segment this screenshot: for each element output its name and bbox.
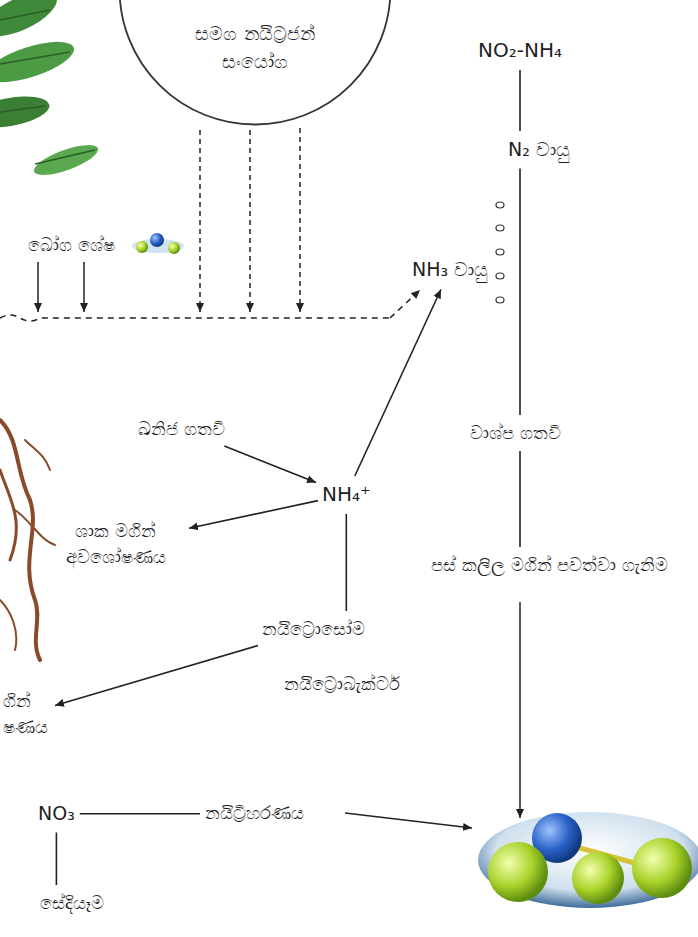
node-label: සේදියෑම [40,890,104,916]
gas-bubbles [496,202,504,303]
text-node: සේදියෑම [40,890,104,916]
edge-label: නයිට්‍රොබැක්ටර් [282,672,402,695]
cycle-connector [224,446,316,482]
nitrogen-molecule [478,812,698,908]
text-node: නයිට්‍රීහරණය [205,800,304,826]
node-label: NO₃ [38,800,75,828]
node-label: වාශ්ප ගතවී [470,420,561,446]
cycle-connector [519,451,521,547]
cycle-connector [80,813,200,815]
node-label: නයිට්‍රීහරණය [205,800,304,826]
text-node: ගින් ෂණය [3,688,49,740]
roots [0,420,55,660]
cycle-connector [189,501,318,529]
cycle-connector [355,290,441,477]
text-node: NH₄⁺ [322,480,371,509]
circle-node: සමග නයිට්‍රජන් සංයෝග [118,0,392,126]
node-label: ශාක මගින් අවශෝෂණය [48,518,183,570]
node-label: N₂ වායු [508,136,570,164]
node-label: ඛනිජ ගතවී [138,416,225,442]
cycle-connector [519,70,521,131]
node-label: පස් කලිල මගින් පවත්වා ගැනිම [428,552,668,578]
cycle-connector [519,169,521,416]
node-label: ගින් ෂණය [3,688,49,740]
node-label: බෝග ශේෂ [28,232,115,258]
node-label: සමග නයිට්‍රජන් සංයෝග [165,20,345,75]
residue-molecule-icon [132,233,184,254]
text-node: ඛනිජ ගතවී [138,416,225,442]
cycle-connector [56,833,58,886]
cycle-connector [345,514,347,611]
text-node: NO₂-NH₄ [478,36,562,65]
text-node: NH₃ වායු [412,256,488,284]
text-node: N₂ වායු [508,136,570,164]
text-node: බෝග ශේෂ [28,232,115,258]
text-node: පස් කලිල මගින් පවත්වා ගැනිම [428,552,668,578]
to-molecule-arrows [345,602,520,828]
node-label: NO₂-NH₄ [478,36,562,65]
soil-surface [0,290,420,321]
text-node: NO₃ [38,800,75,828]
node-label: NH₄⁺ [322,480,371,509]
text-node: වාශ්ප ගතවී [470,420,561,446]
text-node: නයිට්‍රොසෝම [262,616,365,642]
fall-arrows [38,128,300,312]
node-label: NH₃ වායු [412,256,488,284]
node-label: නයිට්‍රොසෝම [262,616,365,642]
cycle-connector [55,646,258,706]
text-node: ශාක මගින් අවශෝෂණය [48,518,183,570]
leaves [0,0,101,181]
